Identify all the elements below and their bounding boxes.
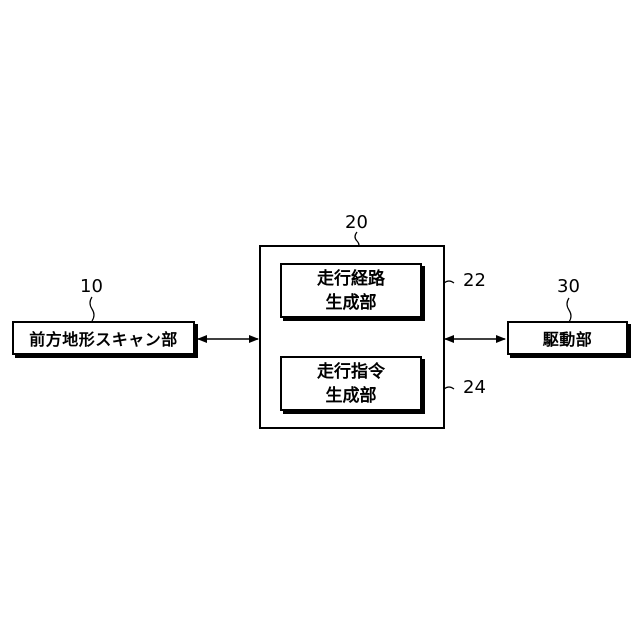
front-terrain-scanner-label: 前方地形スキャン部 xyxy=(29,326,178,350)
ref-label-10: 10 xyxy=(80,276,103,297)
leader-line-10 xyxy=(90,297,94,321)
command-generator-block: 走行指令 生成部 xyxy=(280,356,422,411)
drive-unit-label: 駆動部 xyxy=(543,326,593,350)
path-generator-label-line2: 生成部 xyxy=(326,291,377,315)
front-terrain-scanner-block: 前方地形スキャン部 xyxy=(12,321,195,355)
ref-label-24: 24 xyxy=(463,377,486,398)
path-generator-label-line1: 走行経路 xyxy=(317,267,385,291)
command-generator-label-line1: 走行指令 xyxy=(317,360,385,384)
ref-label-22: 22 xyxy=(463,270,486,291)
leader-line-30 xyxy=(567,298,571,322)
ref-label-30: 30 xyxy=(557,276,580,297)
ref-label-20: 20 xyxy=(345,212,368,233)
path-generator-block: 走行経路 生成部 xyxy=(280,263,422,318)
drive-unit-block: 駆動部 xyxy=(507,321,628,355)
command-generator-label-line2: 生成部 xyxy=(326,384,377,408)
